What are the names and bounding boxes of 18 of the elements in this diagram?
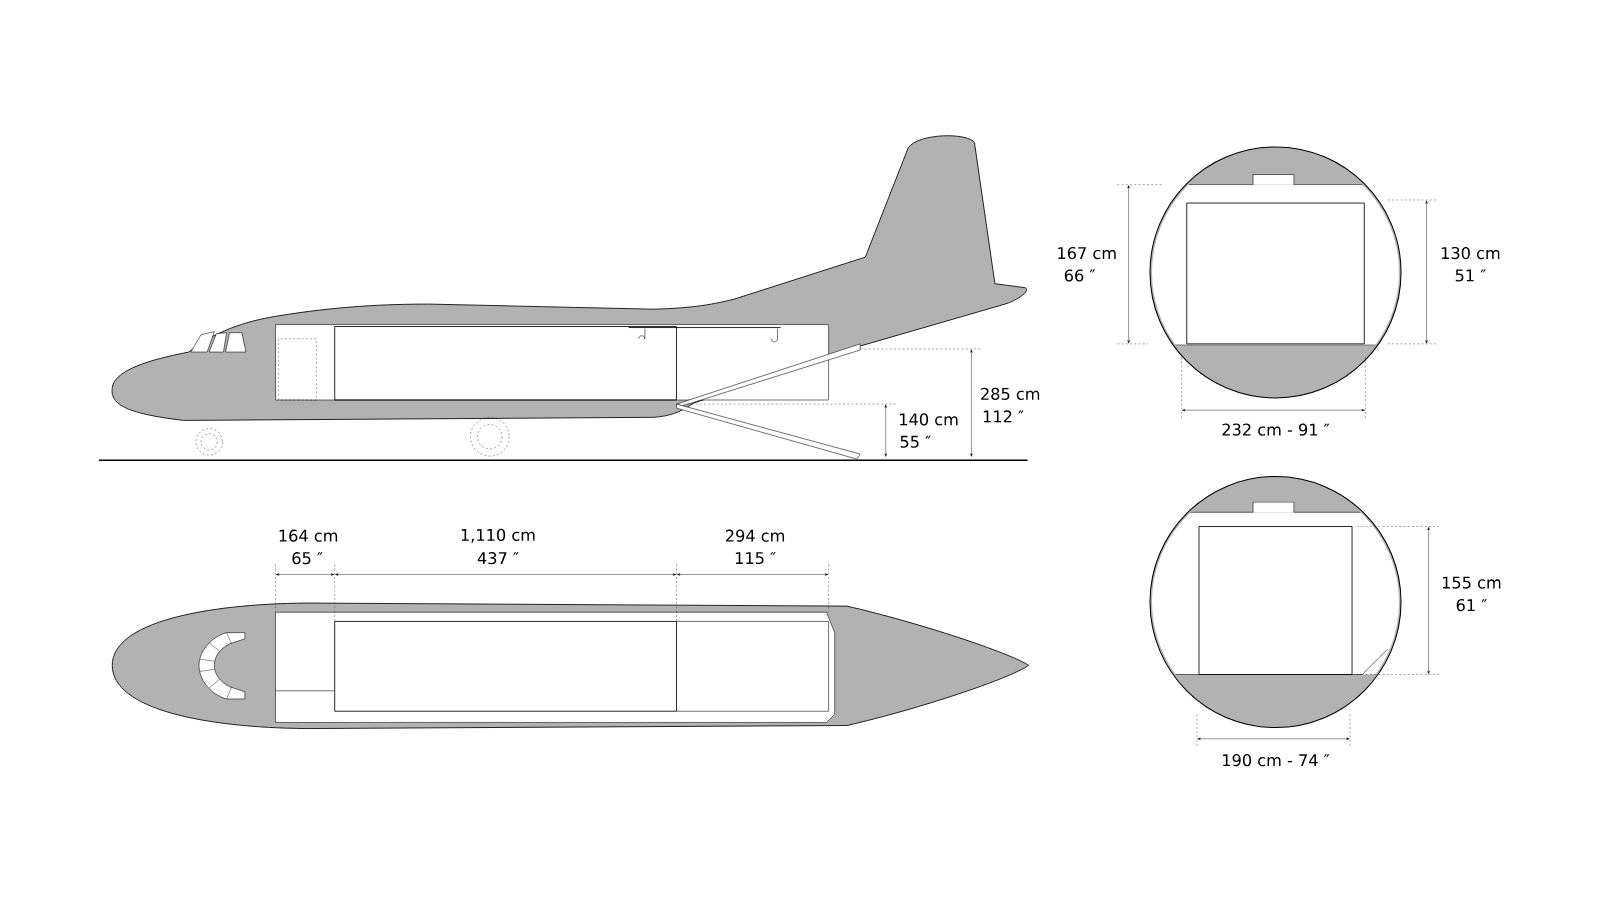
dimension-label: 140 cm (900, 413, 958, 426)
dimension-label: 65 ″ (292, 552, 323, 565)
dimension-label: 437 ″ (477, 552, 519, 565)
dimension-label: 155 cm (1442, 576, 1501, 589)
dimension-label: 66 ″ (1064, 269, 1096, 282)
dimension-label: 164 cm (279, 529, 338, 542)
dimension-label: 167 cm (1058, 246, 1116, 260)
dimension-label: 190 cm - 74 ″ (1223, 754, 1330, 767)
dimension-label: 232 cm - 91 ″ (1222, 423, 1330, 436)
dimension-label: 130 cm (1441, 246, 1500, 260)
dimension-label: 55 ″ (900, 435, 931, 448)
dimension-label: 1,110 cm (461, 528, 535, 543)
dimension-label: 112 ″ (983, 410, 1024, 423)
dimension-label: 294 cm (726, 529, 785, 542)
dimension-label: 285 cm (981, 387, 1040, 400)
dimension-label: 115 ″ (735, 552, 776, 565)
dimension-label: 51 ″ (1455, 269, 1486, 282)
dimension-label: 61 ″ (1456, 599, 1487, 612)
